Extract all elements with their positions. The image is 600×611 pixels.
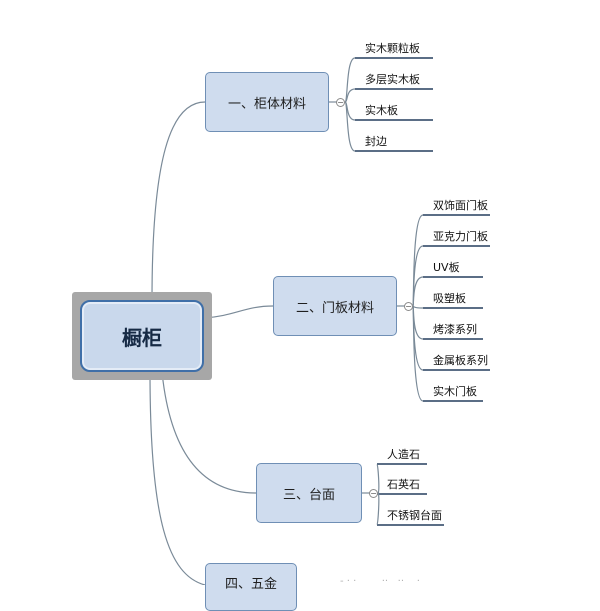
leaf-label[interactable]: 亚克力门板 — [433, 230, 488, 243]
leaf-connector-2-0 — [376, 463, 380, 494]
collapse-minus-icon[interactable]: − — [369, 488, 378, 498]
root-connector-1 — [203, 305, 274, 319]
branch-node-door-material[interactable]: 二、门板材料 — [273, 276, 397, 336]
collapse-minus-icon[interactable]: − — [336, 97, 345, 107]
leaf-label[interactable]: 吸塑板 — [433, 292, 466, 305]
leaf-label[interactable]: 双饰面门板 — [433, 199, 488, 212]
leaf-label[interactable]: 人造石 — [387, 448, 420, 461]
root-connector-3 — [149, 371, 206, 585]
leaf-label[interactable]: 多层实木板 — [365, 73, 420, 86]
leaf-connector-0-1 — [344, 88, 356, 103]
leaf-connector-0-3 — [344, 101, 356, 152]
leaf-label[interactable]: 金属板系列 — [433, 354, 488, 367]
branch-node-hardware[interactable]: 四、五金 — [205, 563, 297, 611]
leaf-label[interactable]: 实木板 — [365, 104, 398, 117]
connector-layer — [149, 57, 490, 585]
leaf-label[interactable]: 封边 — [365, 135, 387, 148]
leaf-label[interactable]: 烤漆系列 — [433, 323, 477, 336]
leaf-connector-2-2 — [376, 492, 380, 526]
root-node[interactable]: 橱柜 — [80, 300, 204, 372]
root-connector-0 — [151, 101, 206, 301]
leaf-connector-1-2 — [412, 276, 424, 307]
leaf-connector-0-0 — [344, 57, 356, 103]
leaf-label[interactable]: 不锈钢台面 — [387, 509, 442, 522]
leaf-label[interactable]: 实木颗粒板 — [365, 42, 420, 55]
leaf-label[interactable]: 实木门板 — [433, 385, 477, 398]
root-connector-2 — [161, 371, 257, 494]
branch-node-cabinet-material[interactable]: 一、柜体材料 — [205, 72, 329, 132]
leaf-label[interactable]: UV板 — [433, 261, 460, 274]
leaf-connector-1-6 — [412, 305, 424, 402]
leaf-label[interactable]: 石英石 — [387, 478, 420, 491]
leaf-connector-1-3 — [412, 305, 424, 309]
watermark-text: - · · ·· ·· · — [340, 576, 420, 587]
branch-node-countertop[interactable]: 三、台面 — [256, 463, 362, 523]
collapse-minus-icon[interactable]: − — [404, 301, 413, 311]
